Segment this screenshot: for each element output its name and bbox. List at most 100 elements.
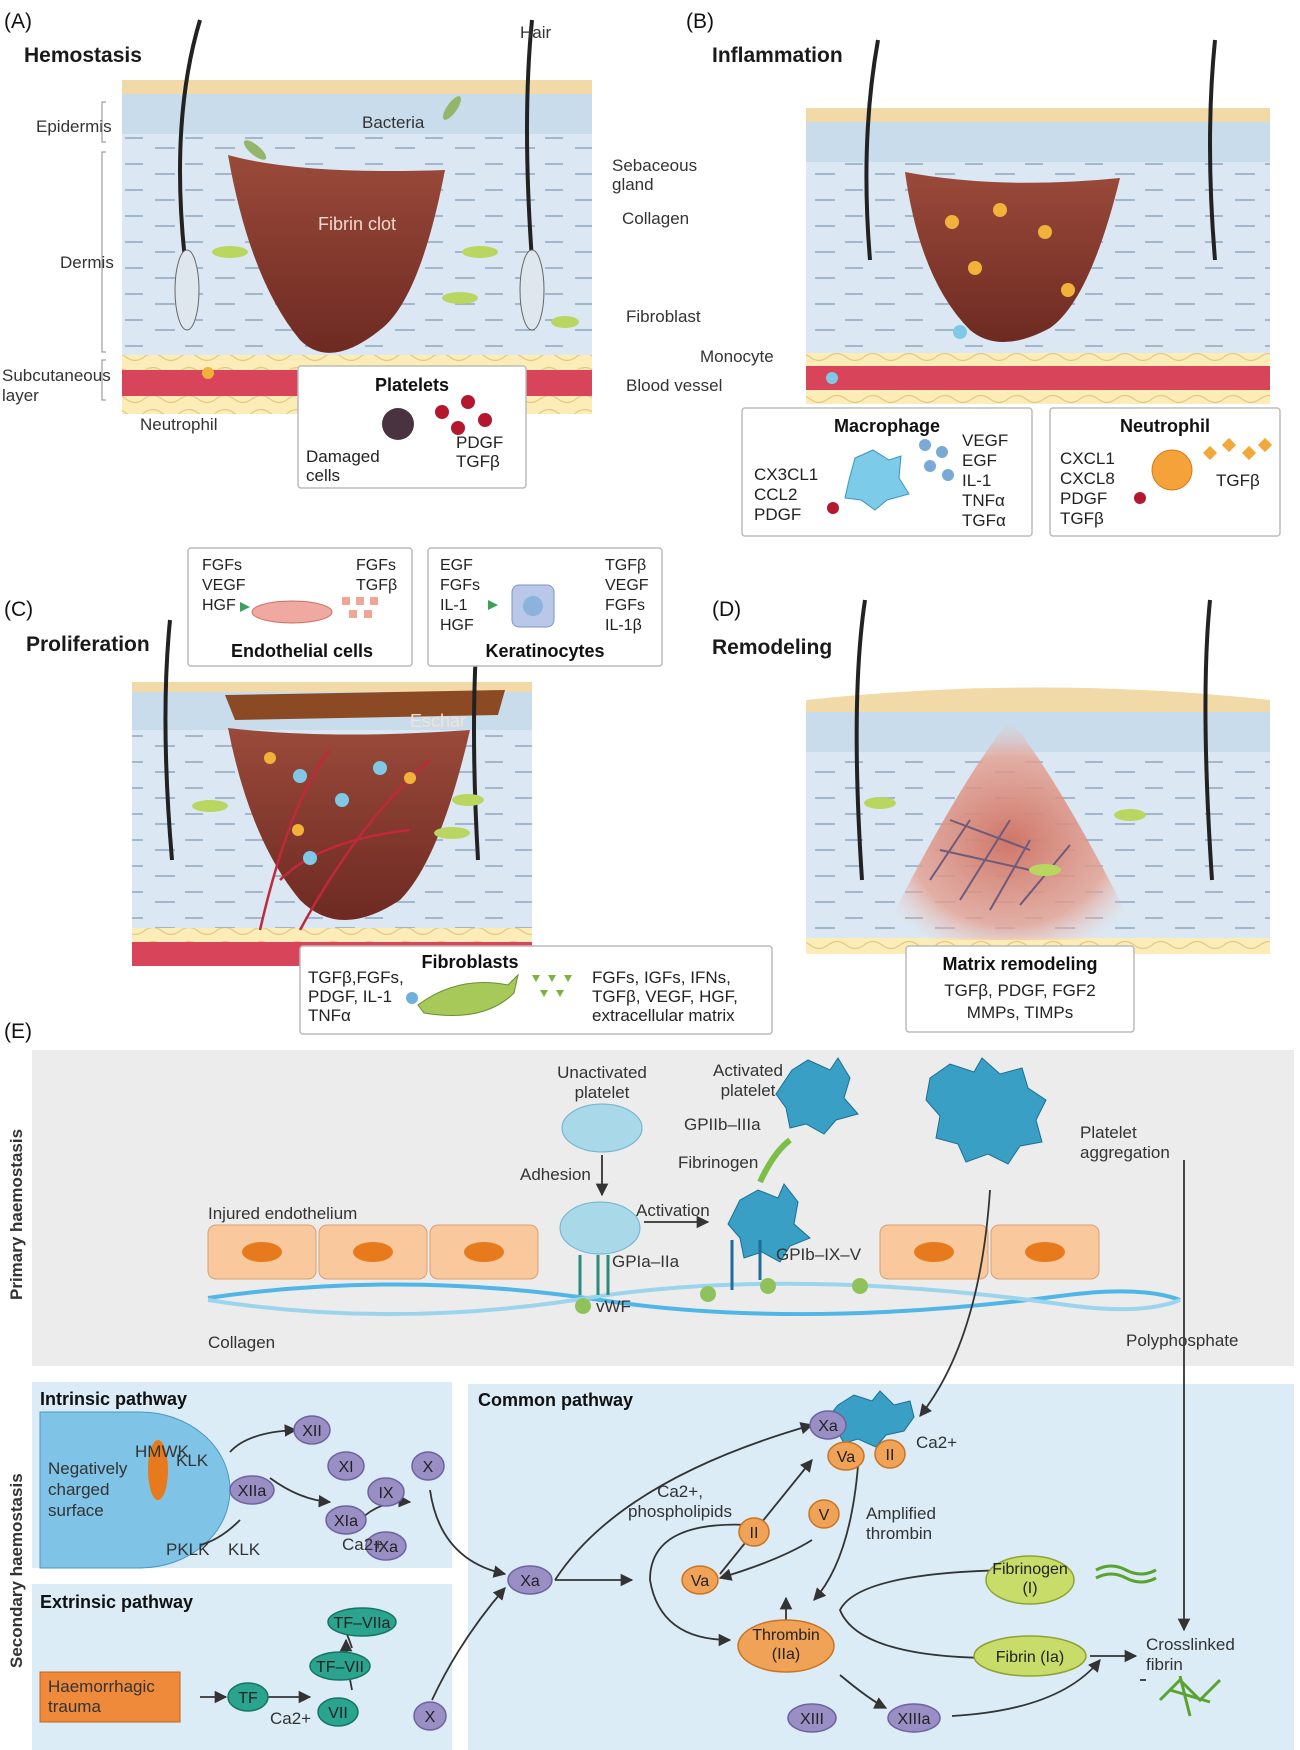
panel-b-letter: (B) — [686, 10, 714, 33]
cascade-arrows — [199, 1160, 1191, 1717]
prothrombinase-xa-label: Xa — [818, 1418, 838, 1435]
monocyte-label: Monocyte — [700, 347, 774, 366]
panel-d-title: Remodeling — [712, 636, 832, 659]
epidermis-label: Epidermis — [36, 117, 112, 136]
panel-b-title: Inflammation — [712, 44, 843, 67]
va-label: Va — [691, 1573, 709, 1590]
matrix-remodeling-title: Matrix remodeling — [942, 954, 1097, 974]
common-pathway: Common pathway Ca2+,phospholipids Ca2+ A… — [468, 1384, 1294, 1750]
v-node — [808, 1499, 840, 1529]
gp1a2a-label: GPIa–IIa — [612, 1252, 680, 1271]
prothrombinase-va-label: Va — [837, 1449, 855, 1466]
ca-phospholipids-label: Ca2+,phospholipids — [628, 1482, 732, 1521]
xiii-node — [787, 1703, 837, 1733]
panel-a-letter: (A) — [4, 10, 32, 33]
panel-b: (B) Inflammation Monocyte Macrophage CX3… — [686, 10, 1281, 537]
factor-xi-node — [327, 1451, 365, 1481]
extrinsic-ca-label: Ca2+ — [270, 1709, 311, 1728]
xiiia-label: XIIIa — [898, 1711, 931, 1728]
tf-viia-label: TF–VIIa — [334, 1615, 391, 1632]
tf-node — [227, 1682, 269, 1712]
xiii-label: XIII — [800, 1711, 824, 1728]
adhesion-label: Adhesion — [520, 1165, 591, 1184]
panel-c-title: Proliferation — [26, 633, 150, 656]
skin-cross-section-b — [806, 39, 1270, 404]
fibroblast-icon — [551, 316, 579, 328]
fibroblast-icon — [462, 246, 498, 258]
factor-ixa-label: IXa — [374, 1539, 398, 1556]
thrombin-node — [737, 1619, 835, 1673]
skin-cross-section-a: Fibrin clot — [122, 19, 592, 414]
fibroblasts-title: Fibroblasts — [421, 952, 518, 972]
panel-e: (E) Primary haemostasis Injured endothel… — [4, 1020, 1294, 1750]
cascade-nodes: XII XIIa XI XIa X IX IXa Ca2+ TF TF–VIIa… — [227, 1410, 1087, 1733]
extrinsic-title: Extrinsic pathway — [40, 1592, 193, 1612]
secondary-haemostasis-label: Secondary haemostasis — [7, 1473, 26, 1668]
klk-label-2: KLK — [228, 1540, 261, 1559]
primary-haemostasis-area — [32, 1050, 1294, 1366]
fibrinogen-node — [985, 1555, 1075, 1605]
factor-xiia-node — [229, 1475, 275, 1505]
factor-ixa-node — [365, 1531, 407, 1561]
prothrombinase-va-node — [827, 1441, 865, 1471]
dermis-label: Dermis — [60, 253, 114, 272]
va-node — [681, 1565, 719, 1595]
eschar-label: Eschar — [410, 711, 466, 731]
platelet-aggregate-icon — [925, 1057, 1047, 1165]
fibrinogen-label: Fibrinogen — [678, 1153, 758, 1172]
neutrophil-icon — [1151, 449, 1193, 491]
panel-d: (D) Remodeling Matrix remodeling TGFβ, P… — [712, 598, 1270, 1033]
panel-e-letter: (E) — [4, 1020, 32, 1043]
extrinsic-x-label: X — [425, 1709, 436, 1726]
fibroblast-label: Fibroblast — [626, 307, 701, 326]
factor-xia-label: XIa — [334, 1513, 358, 1530]
panel-a-title: Hemostasis — [24, 44, 142, 67]
fibrin-node — [973, 1635, 1087, 1677]
scar-tissue — [880, 720, 1140, 940]
factor-xi-label: XI — [338, 1459, 353, 1476]
fibrinogen-bridge — [757, 1137, 792, 1184]
hair-icon — [178, 19, 202, 261]
platelets-title: Platelets — [375, 375, 449, 395]
fibrin-clot-label: Fibrin clot — [318, 214, 396, 234]
factor-ix-node — [367, 1477, 405, 1507]
macrophage-icon — [844, 449, 910, 511]
vwf-icon — [575, 1298, 591, 1314]
unactivated-platelet-icon — [561, 1103, 643, 1153]
factor-x-node — [411, 1451, 445, 1481]
gp2b3a-label: GPIIb–IIIa — [684, 1115, 761, 1134]
neutrophil-title: Neutrophil — [1120, 416, 1210, 436]
intrinsic-ca-label: Ca2+ — [342, 1535, 383, 1554]
common-xa-node — [507, 1565, 553, 1595]
common-title: Common pathway — [478, 1390, 633, 1410]
ca-label: Ca2+ — [916, 1433, 957, 1452]
v-label: V — [819, 1507, 830, 1524]
fibrinogen-strand-icon — [1095, 1564, 1157, 1584]
bacteria-icon — [243, 140, 267, 160]
tf-viia-node — [327, 1607, 397, 1637]
blood-vessel-label: Blood vessel — [626, 376, 722, 395]
